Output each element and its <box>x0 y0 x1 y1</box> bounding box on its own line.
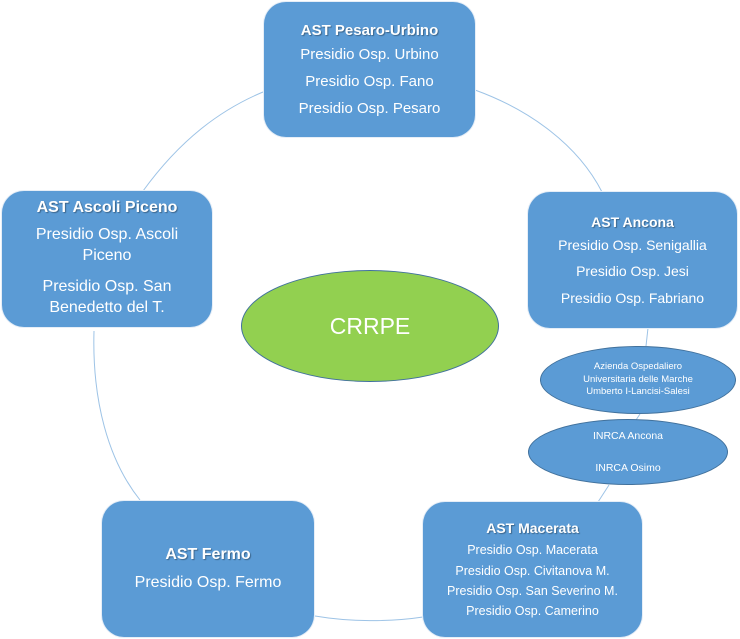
hospital-item: Presidio Osp. Fermo <box>134 573 282 591</box>
connector-fermo-to-macerata <box>314 615 424 622</box>
subnode-label: Azienda Ospedaliero Universitaria delle … <box>583 361 693 398</box>
hospital-item: Presidio Osp. Camerino <box>466 604 599 619</box>
node-title: AST Macerata <box>486 520 579 537</box>
hospital-item: Presidio Osp. Senigallia <box>558 237 707 254</box>
center-label: CRRPE <box>329 312 411 339</box>
hospital-item: Presidio Osp. Macerata <box>467 543 598 558</box>
connector-pesaro-to-ancona <box>474 89 603 193</box>
hospital-item: Presidio Osp. Pesaro <box>298 100 441 118</box>
connector-inrca-to-macerata <box>597 484 610 503</box>
node-ast-pesaro-urbino: AST Pesaro-Urbino Presidio Osp. Urbino P… <box>264 2 475 137</box>
center-node-crrpe: CRRPE <box>241 270 499 382</box>
node-title: AST Ascoli Piceno <box>36 199 178 217</box>
connector-ascoli-to-pesaro <box>142 91 264 192</box>
node-ast-macerata: AST Macerata Presidio Osp. Macerata Pres… <box>423 502 642 637</box>
hospital-item: Presidio Osp. Fabriano <box>560 289 705 306</box>
hospital-item: Presidio Osp. San Benedetto del T. <box>42 278 172 316</box>
hospital-item: Presidio Osp. Civitanova M. <box>455 563 610 578</box>
node-title: AST Pesaro-Urbino <box>300 21 439 39</box>
connector-ancona-to-aou <box>645 327 649 347</box>
node-ast-ascoli-piceno: AST Ascoli Piceno Presidio Osp. Ascoli P… <box>2 191 212 327</box>
hospital-item: INRCA Ancona <box>592 430 664 443</box>
subnode-aou-marche: Azienda Ospedaliero Universitaria delle … <box>540 346 736 414</box>
hospital-item: Presidio Osp. San Severino M. <box>447 584 618 598</box>
node-ast-fermo: AST Fermo Presidio Osp. Fermo <box>102 501 314 637</box>
hospital-item: Presidio Osp. Ascoli Piceno <box>35 226 179 265</box>
hospital-item: INRCA Osimo <box>595 461 661 474</box>
hospital-item: Presidio Osp. Urbino <box>300 45 439 63</box>
hospital-item: Presidio Osp. Fano <box>305 72 434 90</box>
node-title: AST Ancona <box>591 214 674 231</box>
hospital-item: Presidio Osp. Jesi <box>576 263 689 280</box>
node-title: AST Fermo <box>165 545 251 563</box>
node-ast-ancona: AST Ancona Presidio Osp. Senigallia Pres… <box>528 192 737 328</box>
subnode-inrca: INRCA Ancona INRCA Osimo <box>528 419 728 485</box>
connector-ascoli-to-fermo <box>93 330 141 501</box>
